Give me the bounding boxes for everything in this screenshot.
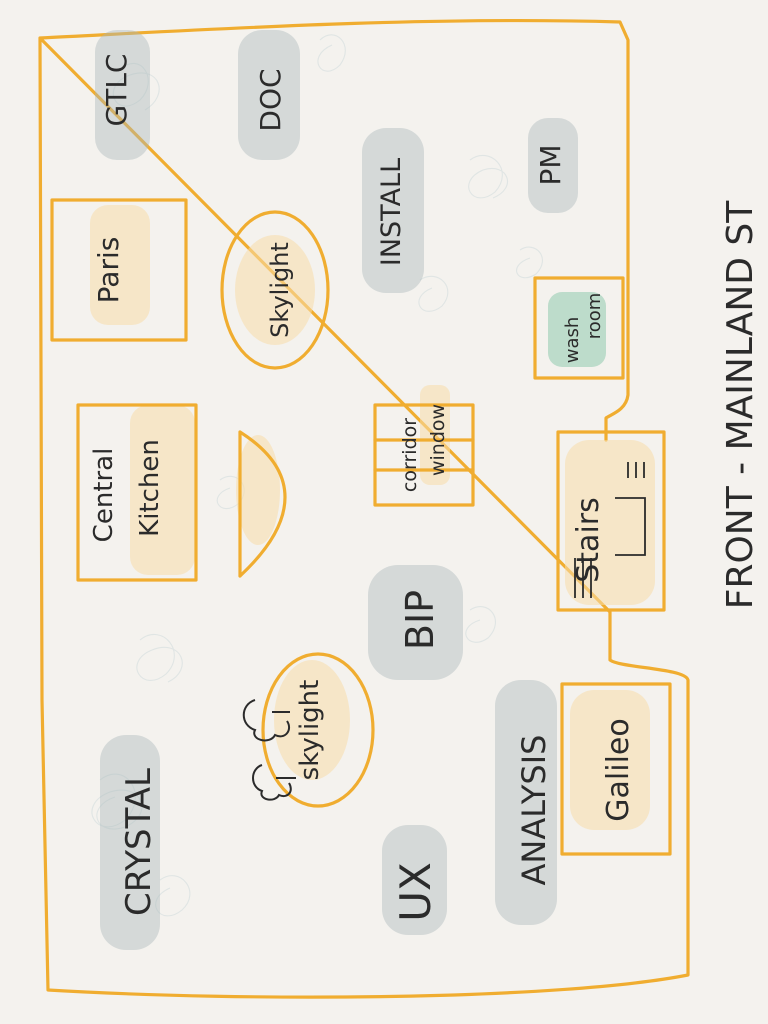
- team-bip: BIP: [368, 565, 463, 680]
- room-stairs: Stairs: [556, 430, 666, 612]
- room-corridor-window: corridor window: [373, 385, 475, 507]
- building-outline: [38, 18, 690, 999]
- team-analysis: ANALYSIS: [495, 680, 557, 925]
- room-paris: Paris: [50, 198, 188, 342]
- galileo-label: Galileo: [601, 718, 636, 821]
- team-label-pm: PM: [534, 144, 567, 185]
- room-label-central: Central: [89, 448, 119, 543]
- room-label-paris: Paris: [92, 237, 125, 304]
- skylight-bottom-label: skylight: [295, 680, 325, 781]
- room-label-kitchen: Kitchen: [135, 439, 165, 537]
- window-label: window: [427, 404, 449, 476]
- team-doc: DOC: [238, 30, 300, 160]
- lens-feature: [236, 430, 287, 578]
- washroom-label-room: room: [584, 293, 605, 340]
- team-install: INSTALL: [362, 128, 424, 293]
- team-label-gtlc: GTLC: [100, 54, 133, 127]
- corridor-label: corridor: [399, 418, 421, 492]
- washroom-label-wash: wash: [562, 317, 583, 364]
- room-washroom: wash room: [533, 276, 625, 380]
- skylight-top: Skylight: [220, 210, 330, 370]
- room-central-kitchen: Central Kitchen: [76, 403, 198, 582]
- skylight-bottom: skylight: [242, 652, 375, 808]
- team-pm: PM: [528, 118, 578, 213]
- background-scribbles: [91, 34, 543, 917]
- team-label-install: INSTALL: [376, 158, 407, 266]
- tree-icon: [242, 699, 296, 801]
- team-crystal: CRYSTAL: [100, 735, 160, 950]
- team-label-bip: BIP: [398, 590, 442, 650]
- room-galileo: Galileo: [560, 682, 672, 856]
- stairs-label: Stairs: [571, 497, 606, 583]
- team-ux: UX: [382, 825, 447, 935]
- team-label-crystal: CRYSTAL: [119, 768, 159, 916]
- team-label-ux: UX: [391, 862, 440, 922]
- team-gtlc: GTLC: [95, 30, 150, 160]
- skylight-top-label: Skylight: [266, 242, 294, 338]
- frontage-label: FRONT - MAINLAND ST: [720, 200, 761, 610]
- team-label-doc: DOC: [254, 68, 287, 131]
- team-label-analysis: ANALYSIS: [515, 735, 553, 886]
- stairs-icon: [574, 462, 646, 598]
